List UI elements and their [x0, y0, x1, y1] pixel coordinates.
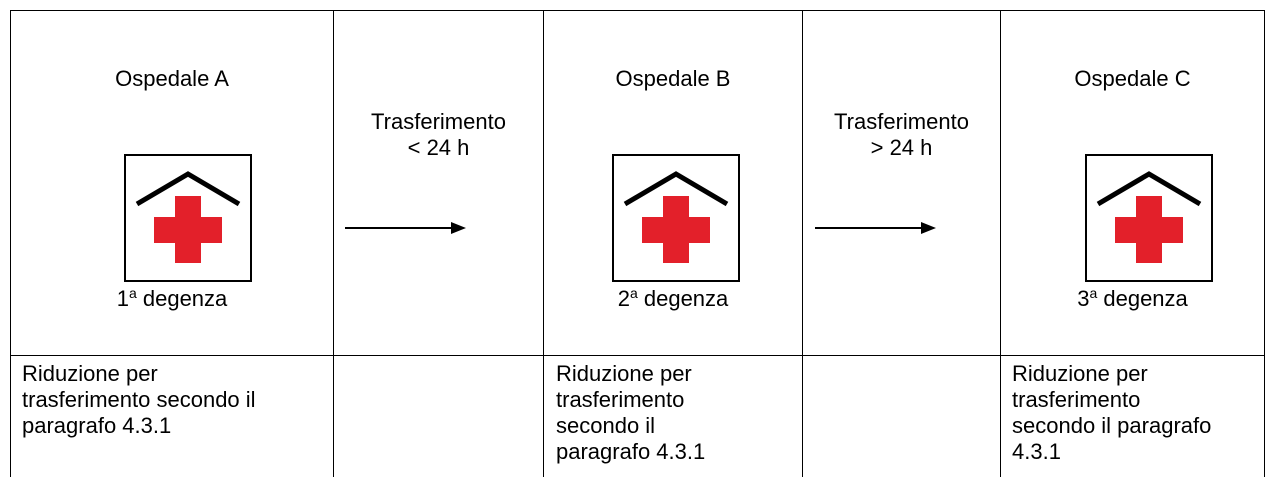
note-line: 4.3.1 [1012, 439, 1061, 464]
table-row-divider [10, 355, 1265, 356]
transfer-2-label: Trasferimento > 24 h [803, 109, 1000, 161]
note-line: Riduzione per [556, 361, 692, 386]
note-line: Riduzione per [1012, 361, 1148, 386]
stay-number: 1 [116, 286, 129, 311]
stay-label: degenza [136, 286, 228, 311]
note-line: secondo il paragrafo [1012, 413, 1212, 438]
hospital-icon [124, 154, 252, 282]
hospital-c-name: Ospedale C [1074, 66, 1191, 91]
stay-number: 3 [1077, 286, 1090, 311]
hospital-icon [1085, 154, 1213, 282]
hospital-c-stay: 3a degenza [1001, 286, 1264, 312]
table-border-top [10, 10, 1265, 11]
table-col-divider-3 [802, 10, 803, 477]
table-col-divider-2 [543, 10, 544, 477]
transfer-1-line1: Trasferimento [371, 109, 506, 134]
hospital-icon [612, 154, 740, 282]
stay-label: degenza [1097, 286, 1188, 311]
table-col-divider-1 [333, 10, 334, 477]
hospital-c-note: Riduzione per trasferimento secondo il p… [1012, 361, 1262, 465]
stay-suffix: a [128, 285, 137, 301]
hospital-b-note: Riduzione per trasferimento secondo il p… [556, 361, 800, 465]
stay-number: 2 [617, 286, 630, 311]
hospital-a-name: Ospedale A [115, 66, 229, 91]
transfer-1-label: Trasferimento < 24 h [334, 109, 543, 161]
note-line: trasferimento [1012, 387, 1141, 412]
hospital-a-note: Riduzione per trasferimento secondo il p… [22, 361, 330, 439]
hospital-b-stay: 2a degenza [544, 286, 802, 312]
table-border-left [10, 10, 11, 477]
transfer-2-line2: > 24 h [870, 135, 933, 160]
note-line: paragrafo 4.3.1 [556, 439, 706, 464]
hospital-b-name: Ospedale B [615, 66, 731, 91]
transfer-2-line1: Trasferimento [834, 109, 969, 134]
arrow-right-icon [815, 222, 936, 234]
arrow-right-icon [345, 222, 466, 234]
hospital-a-stay: 1a degenza [11, 286, 333, 312]
note-line: trasferimento secondo il [22, 387, 256, 412]
table-col-divider-4 [1000, 10, 1001, 477]
stay-suffix: a [1089, 285, 1098, 301]
transfer-1-line2: < 24 h [407, 135, 470, 160]
note-line: secondo il [556, 413, 656, 438]
stay-suffix: a [629, 285, 638, 301]
table-border-right [1264, 10, 1265, 477]
stay-label: degenza [637, 286, 729, 311]
note-line: Riduzione per [22, 361, 158, 386]
note-line: paragrafo 4.3.1 [22, 413, 172, 438]
note-line: trasferimento [556, 387, 685, 412]
